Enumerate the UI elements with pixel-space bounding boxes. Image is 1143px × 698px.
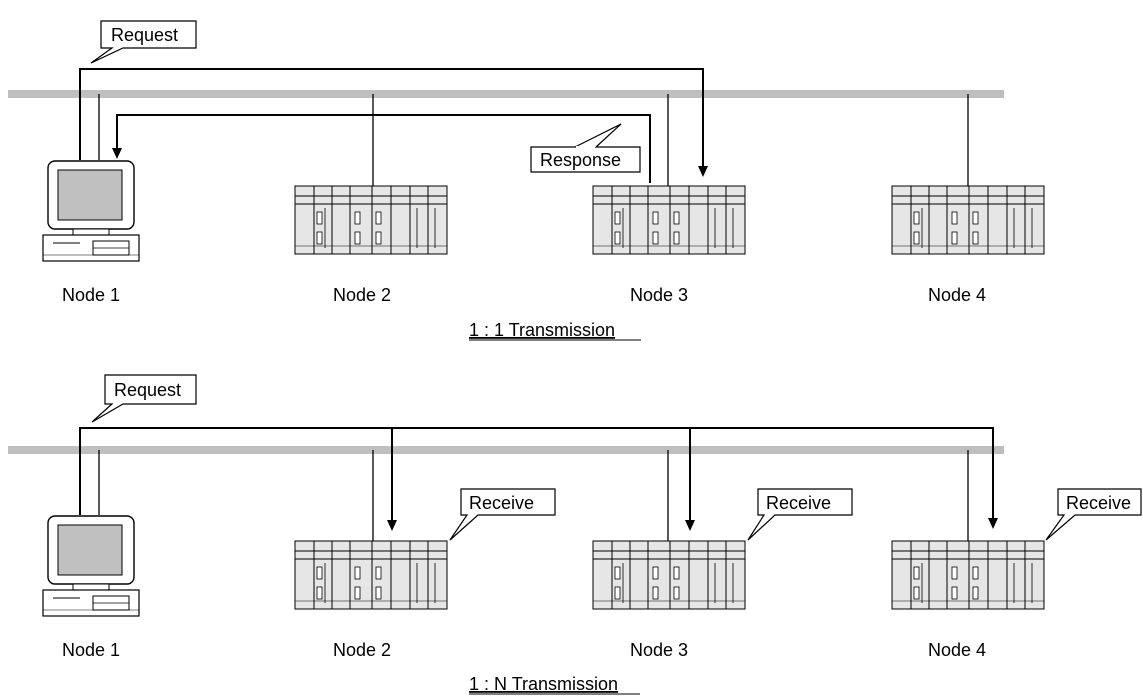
caption: 1 : 1 Transmission <box>469 320 615 340</box>
pc-icon <box>42 160 140 262</box>
arrowhead <box>387 520 397 531</box>
arrowhead <box>698 166 708 177</box>
response-path <box>116 114 651 183</box>
arrowhead <box>685 520 695 531</box>
broadcast-path <box>79 427 994 520</box>
network-bus <box>8 446 1004 454</box>
plc-icon <box>891 185 1045 255</box>
plc-icon <box>294 185 448 255</box>
plc-icon <box>294 540 448 610</box>
network-bus <box>8 90 1004 98</box>
receive-label: Receive <box>1066 493 1131 513</box>
node-label: Node 4 <box>928 285 986 305</box>
top-diagram: Request Response Node 1 Node 2 Node 3 No… <box>8 20 1045 341</box>
caption: 1 : N Transmission <box>469 674 618 694</box>
request-label: Request <box>111 25 178 45</box>
arrowhead <box>988 518 998 529</box>
plc-icon <box>891 540 1045 610</box>
node-label: Node 3 <box>630 285 688 305</box>
request-callout: Request <box>91 374 197 423</box>
request-path <box>79 68 704 168</box>
node-label: Node 2 <box>333 285 391 305</box>
receive-callout: Receive <box>747 488 853 541</box>
response-label: Response <box>540 150 621 170</box>
plc-icon <box>592 540 746 610</box>
plc-icon <box>592 185 746 255</box>
receive-callout: Receive <box>449 488 556 541</box>
receive-callout: Receive <box>1045 488 1142 541</box>
node-label: Node 4 <box>928 640 986 660</box>
receive-label: Receive <box>766 493 831 513</box>
response-callout: Response <box>530 123 641 173</box>
node-label: Node 2 <box>333 640 391 660</box>
request-label: Request <box>114 380 181 400</box>
pc-icon <box>42 515 140 617</box>
node-label: Node 3 <box>630 640 688 660</box>
arrowhead <box>112 148 122 159</box>
node-label: Node 1 <box>62 285 120 305</box>
request-callout: Request <box>90 20 197 64</box>
bottom-diagram: Request Receive Receive Receive Node 1 N… <box>8 374 1142 695</box>
receive-label: Receive <box>469 493 534 513</box>
node-label: Node 1 <box>62 640 120 660</box>
